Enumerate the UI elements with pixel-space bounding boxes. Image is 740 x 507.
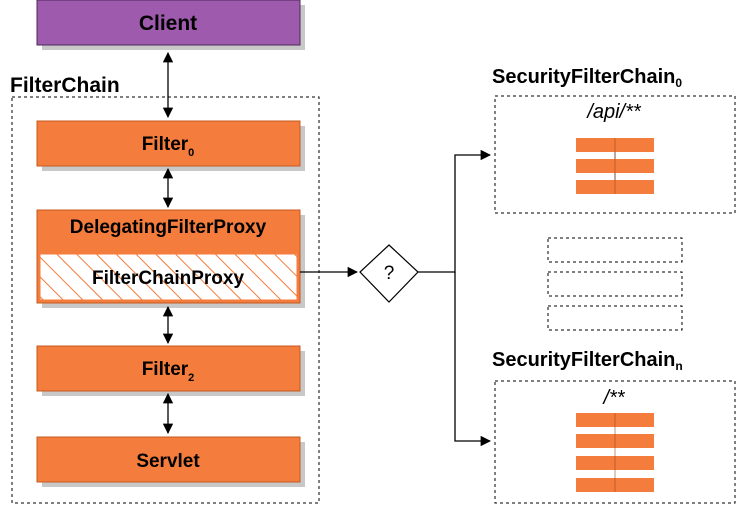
security-chainn-filters [576,413,654,492]
security-chain0-title: SecurityFilterChain0 [492,66,682,90]
placeholder-chain [547,271,683,297]
decision-label: ? [384,263,395,284]
filter-chain-proxy-label: FilterChainProxy [92,268,244,289]
servlet-box: Servlet [36,436,305,487]
filter0-box: Filter0 [36,120,305,171]
arrow-decision-chain0 [418,149,492,273]
servlet-label: Servlet [136,451,200,472]
filter-chain-label: FilterChain [10,74,120,97]
security-chain0-pattern: /api/** [585,101,642,123]
filter2-label: Filter2 [142,359,195,384]
security-chainn-container [494,380,736,504]
security-chainn-title: SecurityFilterChainn [492,349,683,373]
filter-chain-proxy-box [39,253,298,301]
filter0-label: Filter0 [142,134,195,159]
delegating-filter-proxy-label: DelegatingFilterProxy [70,217,267,238]
delegating-filter-proxy-box: DelegatingFilterProxy FilterChainProxy [36,209,305,308]
arrow-decision-chainn [454,272,492,447]
client-label: Client [139,12,197,35]
filter-chain-container [11,96,320,504]
placeholder-chain [547,237,683,263]
placeholder-chain [547,305,683,331]
filter2-box: Filter2 [36,345,305,396]
security-chainn-pattern: /** [601,387,625,409]
decision-diamond [359,244,419,303]
security-chain0-filters [576,138,654,194]
security-chain0-container [494,95,736,214]
client-box: Client [36,0,305,50]
